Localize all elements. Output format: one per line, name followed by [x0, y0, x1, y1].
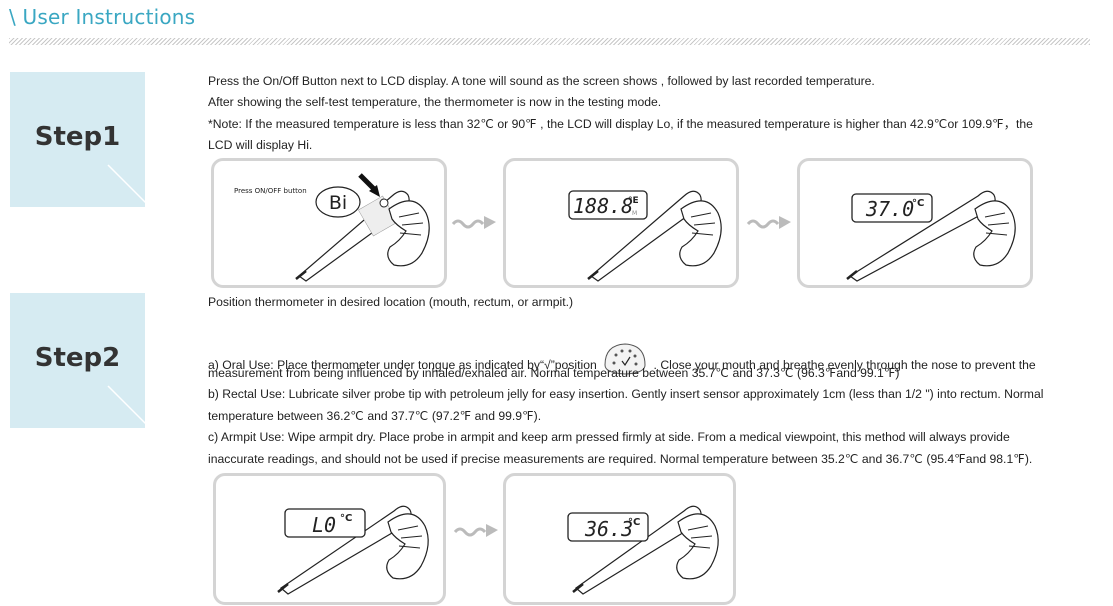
- corner-slash-decoration: [107, 385, 145, 425]
- thermometer-lcd-final: 36.3 °C: [567, 505, 719, 595]
- lcd-final-unit: °C: [628, 517, 640, 528]
- lcd-final-value: 36.3: [584, 517, 633, 541]
- step1-note-line-2: LCD will display Hi.: [208, 138, 313, 152]
- bubble-text: Bi: [329, 192, 347, 214]
- final-reading-illustration: 36.3 °C: [503, 473, 736, 605]
- lcd-last-unit: °C: [912, 198, 924, 209]
- step1-note-line-1: *Note: If the measured temperature is le…: [208, 117, 1033, 131]
- oral-use-line-2: measurement from being influenced by inh…: [208, 366, 900, 380]
- step2-label-box: Step2: [10, 293, 145, 428]
- step1-line-1: Press the On/Off Button next to LCD disp…: [208, 74, 875, 88]
- lcd-selftest-unit: °E: [628, 196, 639, 206]
- thermometer-lcd-selftest: 188.8 °E M: [568, 190, 722, 282]
- oral-use-text-b: . Close your mouth and breathe evenly th…: [653, 358, 1036, 372]
- lcd-selftest-sub: M: [632, 210, 637, 217]
- mouth-position-icon: [604, 343, 646, 375]
- selftest-illustration: 188.8 °E M: [503, 158, 739, 288]
- lcd-selftest-value: 188.8: [573, 194, 633, 218]
- page-title: \ User Instructions: [9, 5, 196, 29]
- rectal-use-line-2: temperature between 36.2℃ and 37.7℃ (97.…: [208, 409, 542, 423]
- step2-intro: Position thermometer in desired location…: [208, 295, 574, 309]
- title-divider: [9, 38, 1090, 45]
- step1-line-2: After showing the self-test temperature,…: [208, 95, 662, 109]
- armpit-use-line-1: c) Armpit Use: Wipe armpit dry. Place pr…: [208, 430, 1010, 444]
- lcd-last-value: 37.0: [865, 197, 914, 221]
- next-arrow-icon: [451, 216, 496, 229]
- corner-slash-decoration: [107, 164, 145, 204]
- rectal-use-line-1: b) Rectal Use: Lubricate silver probe ti…: [208, 387, 1044, 401]
- lo-reading-illustration: L0 °C: [213, 473, 446, 605]
- step1-label: Step1: [34, 122, 121, 152]
- last-reading-illustration: 37.0 °C: [797, 158, 1033, 288]
- thermometer-hand-drawing: Press ON/OFF button Bi: [234, 173, 430, 282]
- press-caption: Press ON/OFF button: [234, 187, 307, 195]
- step1-label-box: Step1: [10, 72, 145, 207]
- armpit-use-line-2: inaccurate readings, and should not be u…: [208, 452, 1033, 466]
- oral-use-text-a: a) Oral Use: Place thermometer under ton…: [208, 358, 597, 372]
- next-arrow-icon: [746, 216, 791, 229]
- lcd-lo-value: L0: [312, 513, 336, 537]
- lcd-lo-unit: °C: [340, 513, 352, 524]
- oral-use-line-1: a) Oral Use: Place thermometer under ton…: [208, 341, 1036, 377]
- press-button-illustration: Press ON/OFF button Bi: [211, 158, 447, 288]
- thermometer-lcd-lo: L0 °C: [277, 505, 429, 595]
- next-arrow-icon: [453, 524, 498, 537]
- step2-label: Step2: [34, 343, 121, 373]
- thermometer-lcd-last: 37.0 °C: [846, 190, 1016, 282]
